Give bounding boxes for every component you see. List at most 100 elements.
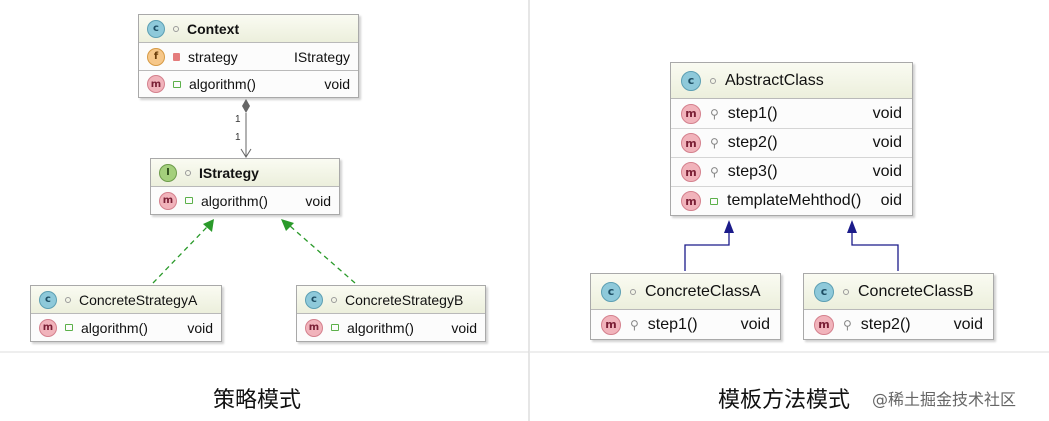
private-lock-icon	[173, 52, 180, 61]
class-header: c ConcreteClassA	[591, 274, 780, 310]
method-name: step2()	[860, 315, 911, 333]
method-type: void	[187, 319, 213, 336]
method-icon: m	[305, 318, 323, 337]
visibility-dot-icon	[65, 296, 71, 303]
method-type: void	[324, 76, 350, 92]
class-box-concrete-class-a[interactable]: c ConcreteClassA m ⚲ step1() void	[590, 273, 781, 340]
protected-key-icon: ⚲	[710, 106, 719, 121]
method-icon: m	[159, 191, 177, 210]
method-row: m ⚲ step1() void	[671, 99, 912, 128]
method-icon: m	[681, 191, 701, 211]
visibility-dot-icon	[331, 296, 337, 303]
inheritance-arrow-a	[684, 220, 734, 271]
class-box-context[interactable]: c Context f strategy IStrategy m algorit…	[138, 14, 359, 98]
class-box-concrete-strategy-a[interactable]: c ConcreteStrategyA m algorithm() void	[30, 285, 222, 342]
visibility-dot-icon	[185, 169, 191, 176]
public-lock-icon	[710, 197, 718, 205]
class-name: ConcreteClassA	[645, 282, 761, 300]
method-row: m algorithm() void	[151, 187, 339, 214]
interface-name: IStrategy	[199, 164, 259, 181]
class-header: c ConcreteStrategyA	[31, 286, 221, 314]
method-name: step1()	[647, 315, 698, 333]
method-icon: m	[681, 133, 701, 153]
protected-key-icon: ⚲	[843, 317, 852, 332]
method-row: m ⚲ step1() void	[591, 310, 780, 339]
method-name: step1()	[727, 104, 778, 122]
class-icon: c	[147, 19, 165, 38]
class-name: ConcreteStrategyB	[345, 291, 464, 308]
class-header: c ConcreteStrategyB	[297, 286, 485, 314]
method-name: step3()	[727, 163, 778, 180]
method-row: m templateMehthod() oid	[671, 186, 912, 215]
method-row: m algorithm() void	[31, 314, 221, 341]
class-header: c AbstractClass	[671, 63, 912, 99]
inheritance-arrow-b	[847, 220, 899, 271]
composition-arrow	[240, 99, 252, 158]
class-icon: c	[39, 290, 57, 309]
visibility-dot-icon	[843, 288, 849, 295]
public-lock-icon	[185, 197, 193, 204]
field-name: strategy	[188, 48, 238, 65]
realization-arrow-b	[281, 219, 356, 284]
method-row: m algorithm() void	[297, 314, 485, 341]
class-name: ConcreteClassB	[858, 282, 974, 300]
class-icon: c	[814, 281, 834, 302]
field-type: IStrategy	[293, 48, 350, 65]
method-name: algorithm()	[347, 319, 414, 336]
method-icon: m	[147, 75, 165, 93]
public-lock-icon	[331, 324, 339, 331]
class-name: Context	[187, 20, 240, 37]
watermark: @稀土掘金技术社区	[872, 390, 1017, 409]
method-type: void	[872, 163, 902, 180]
method-type: void	[953, 315, 983, 333]
method-row: m ⚲ step2() void	[671, 128, 912, 157]
class-header: I IStrategy	[151, 159, 339, 187]
caption-strategy-pattern: 策略模式	[213, 388, 302, 413]
method-name: algorithm()	[189, 76, 256, 92]
caption-template-method-pattern: 模板方法模式	[718, 388, 851, 413]
method-type: void	[872, 134, 902, 151]
method-type: void	[740, 315, 770, 333]
public-lock-icon	[65, 324, 73, 331]
visibility-dot-icon	[630, 288, 636, 295]
protected-key-icon: ⚲	[710, 136, 719, 150]
protected-key-icon: ⚲	[630, 317, 639, 332]
method-icon: m	[814, 314, 834, 335]
visibility-dot-icon	[710, 77, 716, 84]
class-box-concrete-strategy-b[interactable]: c ConcreteStrategyB m algorithm() void	[296, 285, 486, 342]
class-name: ConcreteStrategyA	[79, 291, 198, 308]
interface-box-istrategy[interactable]: I IStrategy m algorithm() void	[150, 158, 340, 215]
class-icon: c	[601, 281, 621, 302]
method-name: step2()	[727, 134, 778, 151]
multiplicity-label: 1	[235, 132, 241, 143]
method-name: templateMehthod()	[727, 192, 862, 209]
class-icon: c	[305, 290, 323, 309]
visibility-dot-icon	[173, 25, 179, 32]
method-icon: m	[681, 103, 701, 124]
field-row: f strategy IStrategy	[139, 43, 358, 70]
method-name: algorithm()	[201, 192, 268, 209]
method-row: m ⚲ step2() void	[804, 310, 993, 339]
method-icon: m	[681, 162, 701, 182]
method-name: algorithm()	[81, 319, 148, 336]
method-type: void	[451, 319, 477, 336]
field-icon: f	[147, 47, 165, 66]
class-box-concrete-class-b[interactable]: c ConcreteClassB m ⚲ step2() void	[803, 273, 994, 340]
method-type: void	[872, 104, 902, 122]
method-icon: m	[39, 318, 57, 337]
realization-arrow-a	[152, 219, 214, 284]
class-header: c ConcreteClassB	[804, 274, 993, 310]
method-type: void	[305, 192, 331, 209]
class-icon: c	[681, 70, 701, 91]
method-row: m algorithm() void	[139, 70, 358, 97]
interface-icon: I	[159, 163, 177, 182]
class-name: AbstractClass	[725, 71, 824, 89]
multiplicity-label: 1	[235, 114, 241, 125]
class-box-abstract-class[interactable]: c AbstractClass m ⚲ step1() void m ⚲ ste…	[670, 62, 913, 216]
method-type: oid	[880, 192, 902, 209]
method-row: m ⚲ step3() void	[671, 157, 912, 186]
protected-key-icon: ⚲	[710, 165, 719, 179]
class-header: c Context	[139, 15, 358, 43]
